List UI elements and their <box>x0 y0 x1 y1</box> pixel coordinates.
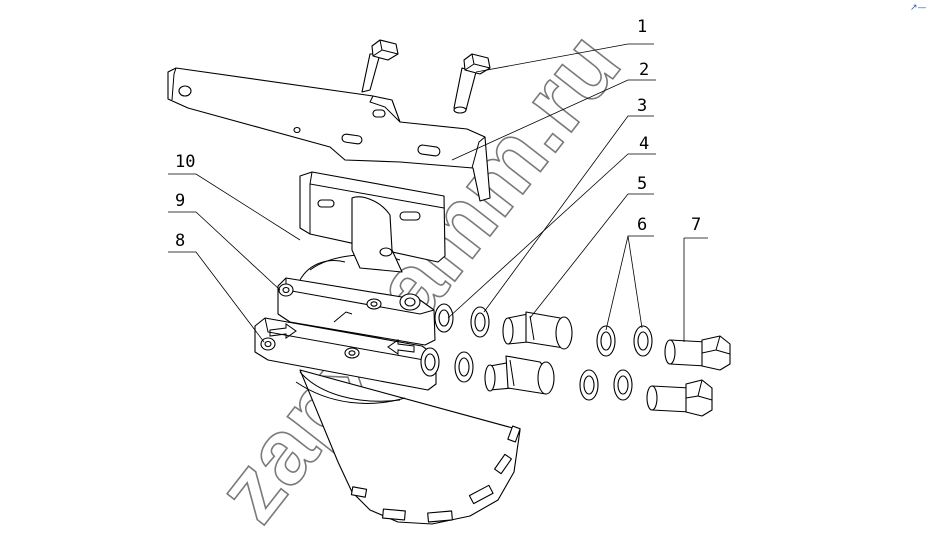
fitting-upper <box>502 311 573 350</box>
filter-canister <box>295 254 521 525</box>
callout-6: 6 <box>637 215 647 235</box>
mounting-bracket <box>167 67 491 202</box>
callout-1: 1 <box>637 17 647 37</box>
bolt-right <box>453 53 491 114</box>
callout-3: 3 <box>637 96 647 116</box>
callout-7: 7 <box>691 215 701 235</box>
banjo-bolt-upper <box>664 335 731 371</box>
banjo-bolt-lower <box>646 379 713 417</box>
callout-numbers: 1 2 3 4 5 6 7 8 9 10 <box>175 17 701 251</box>
callout-9: 9 <box>175 191 185 211</box>
callout-2: 2 <box>639 60 649 80</box>
callout-8: 8 <box>175 231 185 251</box>
callout-4: 4 <box>639 134 649 154</box>
callout-5: 5 <box>637 174 647 194</box>
washers-4 <box>454 306 490 383</box>
filter-head <box>254 171 454 391</box>
leader-lines <box>168 43 708 343</box>
bolt-left <box>361 39 399 93</box>
fitting-lower <box>484 355 555 395</box>
sealing-rings-6 <box>579 325 653 401</box>
corner-mark: ↗— <box>910 3 926 13</box>
callout-10: 10 <box>175 152 195 172</box>
